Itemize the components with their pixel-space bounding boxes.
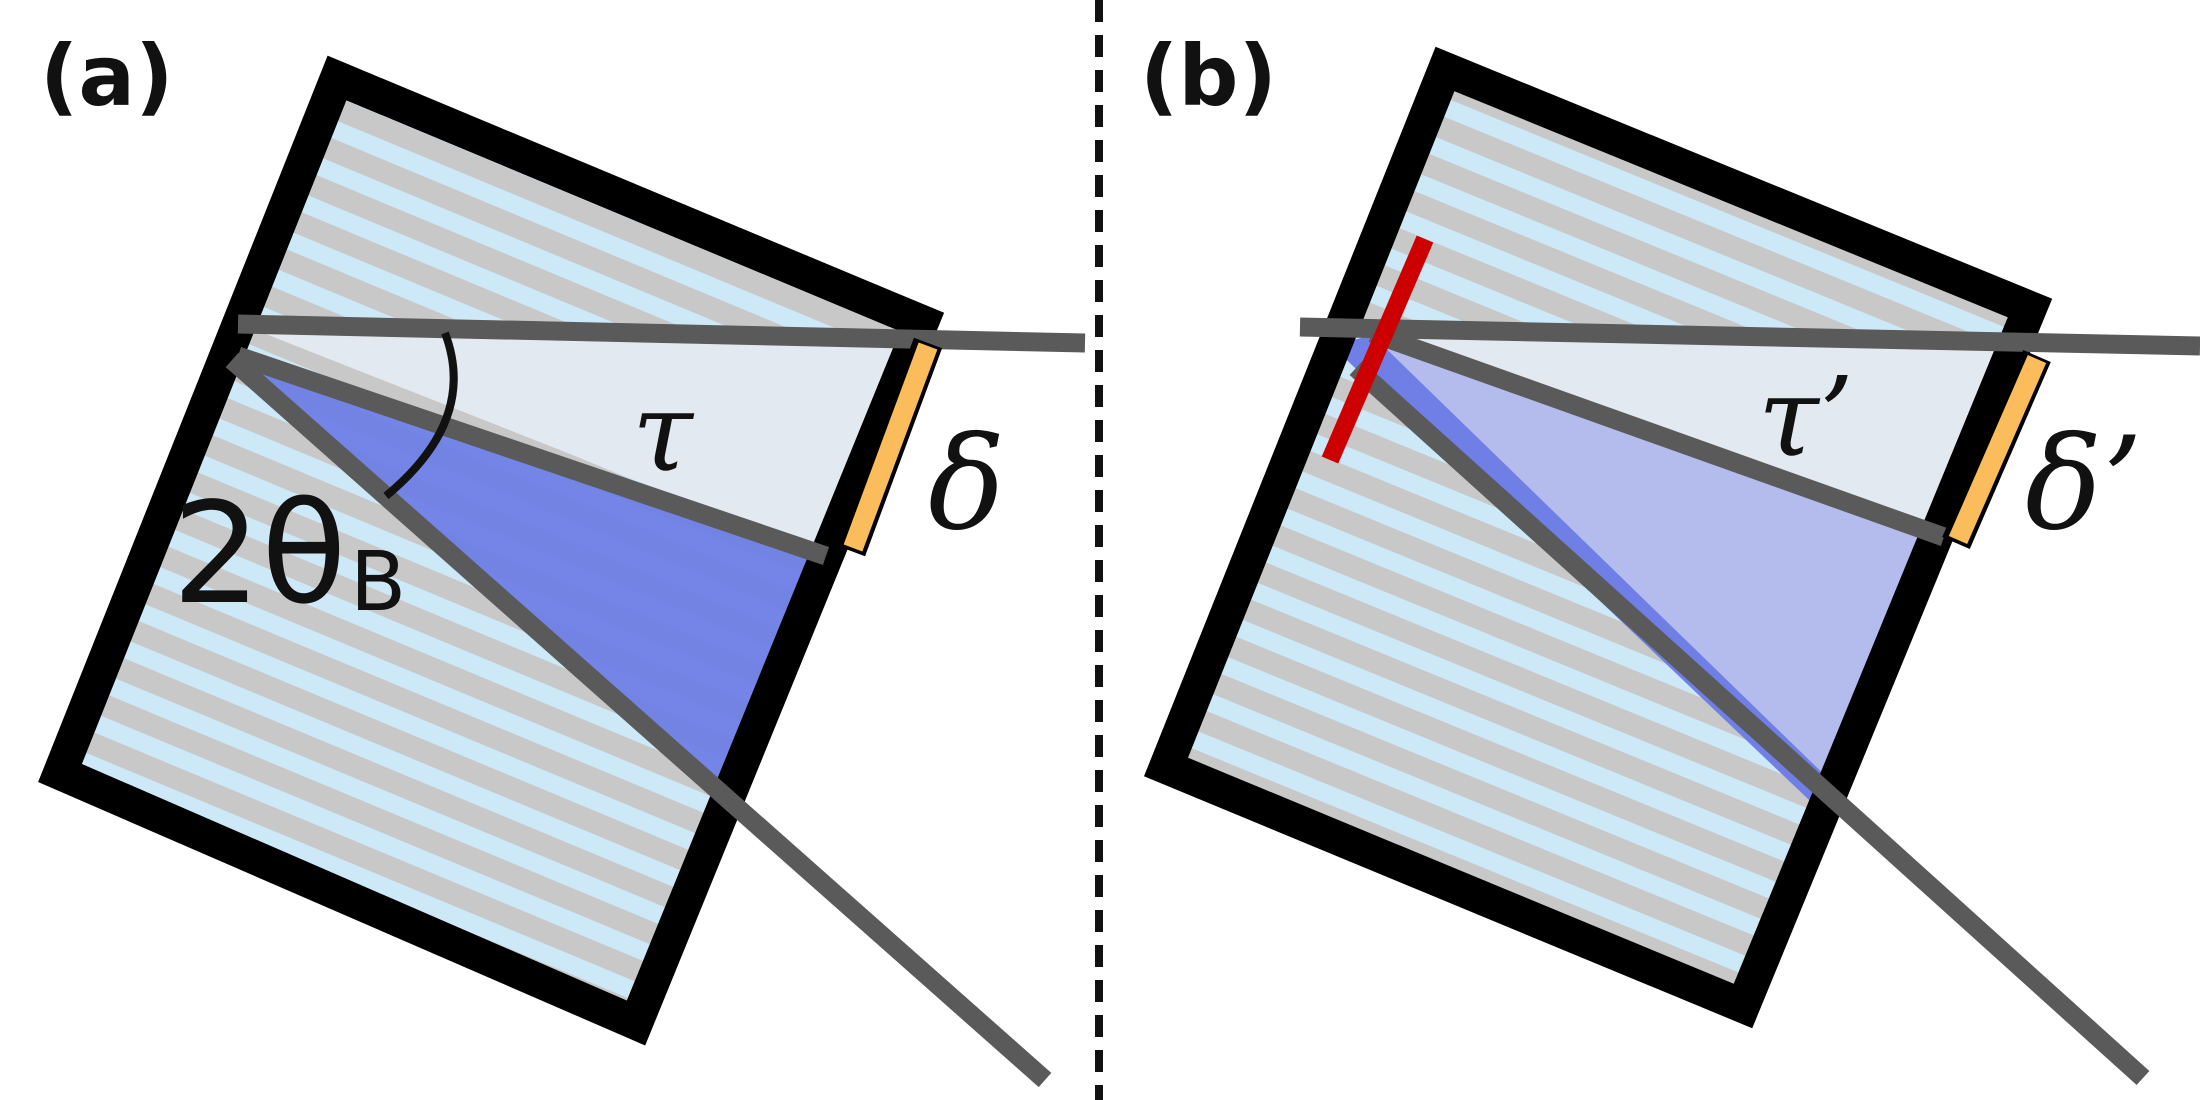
incident-beam-b — [1299, 317, 2200, 356]
panel-a: (a) τ δ 2θ B — [38, 27, 1086, 1088]
delta-label-b: δ’ — [2025, 410, 2143, 559]
obstacle-b — [1321, 235, 1434, 464]
diffracted-region-b — [1362, 332, 1942, 815]
diffracted-beam-b — [1349, 360, 2150, 1086]
diffracted-beam-a — [225, 352, 1052, 1088]
detector-a-fill — [843, 342, 938, 552]
panel-b: (b) τ’ δ’ — [1140, 27, 2200, 1086]
diffracted-region-a — [238, 360, 826, 792]
crystal-a-frame — [38, 55, 945, 1046]
reference-beam-b — [1368, 324, 1948, 546]
tau-label-a: τ — [632, 368, 695, 496]
incident-beam-a — [237, 314, 1086, 353]
detector-b-fill — [1948, 354, 2047, 545]
delta-label-a: δ — [928, 410, 1005, 559]
bragg-angle-subscript-a: B — [350, 535, 406, 630]
crystal-b-frame — [1143, 46, 2053, 1029]
panel-a-label: (a) — [40, 27, 173, 125]
transmitted-region-a — [238, 323, 918, 555]
bragg-angle-label-a: 2θ — [172, 473, 347, 636]
reference-beam-a — [234, 347, 830, 565]
tau-label-b: τ’ — [1758, 353, 1854, 481]
panel-b-label: (b) — [1140, 27, 1277, 125]
bragg-angle-arc-a — [383, 331, 458, 500]
